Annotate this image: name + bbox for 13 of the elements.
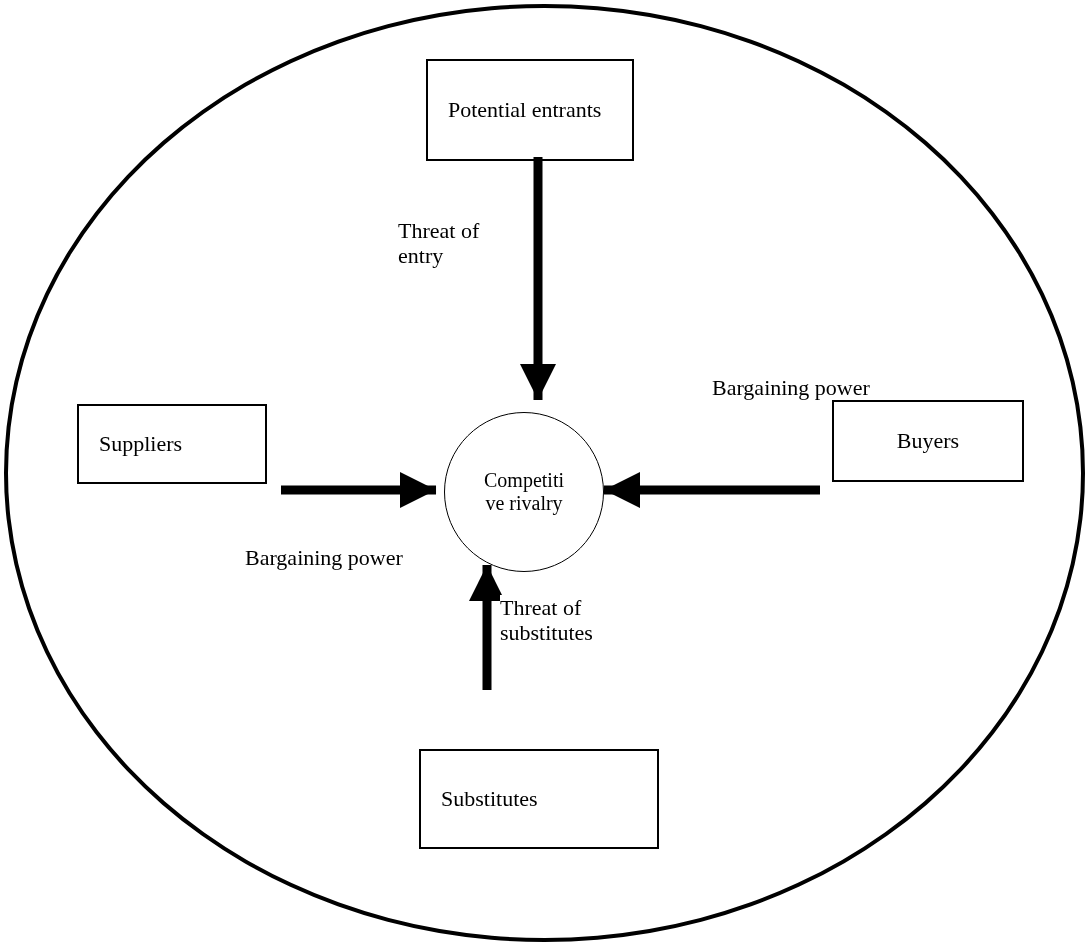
arrow — [281, 472, 437, 508]
box-node — [426, 59, 634, 161]
arrow — [520, 157, 556, 401]
node-label: Competiti ve rivalry — [483, 469, 565, 515]
node-label: Suppliers — [99, 431, 183, 457]
box-node — [419, 749, 659, 849]
box-node — [77, 404, 267, 484]
node-label: Potential entrants — [448, 97, 602, 123]
arrow — [603, 472, 820, 508]
node-label: Substitutes — [441, 786, 538, 812]
arrow — [469, 564, 505, 690]
box-node — [832, 400, 1024, 482]
node-label: Buyers — [896, 428, 960, 454]
